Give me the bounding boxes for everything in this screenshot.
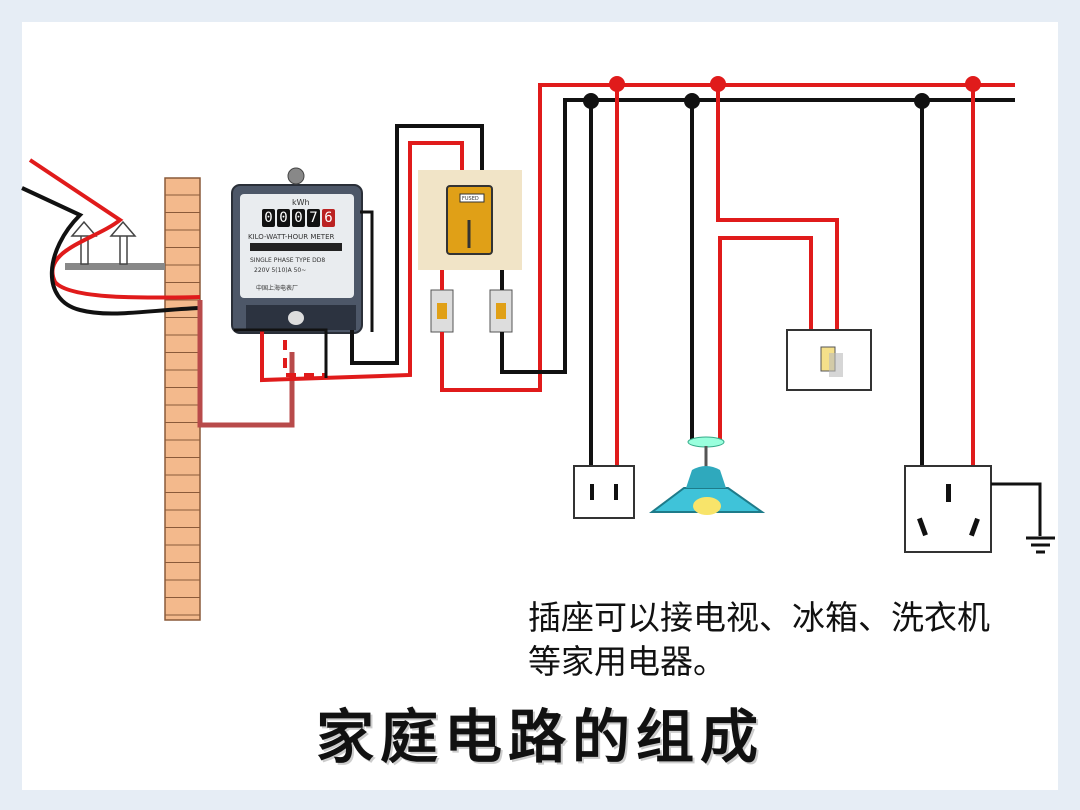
insulator-bracket <box>65 220 165 270</box>
meter-maker: 中国上海电表厂 <box>256 284 298 292</box>
incoming-live-wire <box>28 158 201 300</box>
meter-bottom-frame <box>234 328 328 378</box>
caption: 插座可以接电视、冰箱、洗衣机 等家用电器。 <box>528 596 1048 684</box>
meter-neutral-wire <box>350 124 484 365</box>
meter-unit: kWh <box>292 198 310 207</box>
caption-line-2: 等家用电器。 <box>528 642 726 681</box>
wall-to-meter-wire <box>197 300 295 428</box>
energy-meter <box>231 167 363 334</box>
meter-dashed-link <box>283 340 325 377</box>
breaker-left-wires <box>440 83 1015 392</box>
meter-side-wire <box>360 210 374 332</box>
ceiling-lamp <box>649 436 766 515</box>
fuse-box <box>418 170 522 270</box>
meter-digit: 0 <box>277 209 290 227</box>
circuit-breaker-right <box>489 289 513 333</box>
brick-wall <box>164 177 201 621</box>
incoming-neutral-wire <box>21 186 201 316</box>
breaker-right-wires <box>500 98 1015 374</box>
wall-switch <box>786 329 872 391</box>
page-title: 家庭电路的组成 <box>315 703 764 771</box>
meter-output-wires <box>260 141 464 383</box>
meter-spec: SINGLE PHASE TYPE DD8 <box>250 257 325 264</box>
circuit-breaker-left <box>430 289 454 333</box>
caption-line-1: 插座可以接电视、冰箱、洗衣机 <box>528 598 990 637</box>
fuse-label: FUSED <box>462 196 479 202</box>
meter-digit-display: 0 0 0 7 6 <box>262 209 335 227</box>
ground-symbol <box>991 482 1055 554</box>
meter-digit: 6 <box>322 209 335 227</box>
meter-rating: 220V 5(10)A 50~ <box>254 267 306 274</box>
meter-digit: 7 <box>307 209 320 227</box>
two-pin-socket <box>573 465 635 519</box>
meter-digit: 0 <box>262 209 275 227</box>
meter-digit: 0 <box>292 209 305 227</box>
meter-nameplate: KILO-WATT-HOUR METER <box>248 233 334 241</box>
three-pin-socket <box>904 465 992 553</box>
